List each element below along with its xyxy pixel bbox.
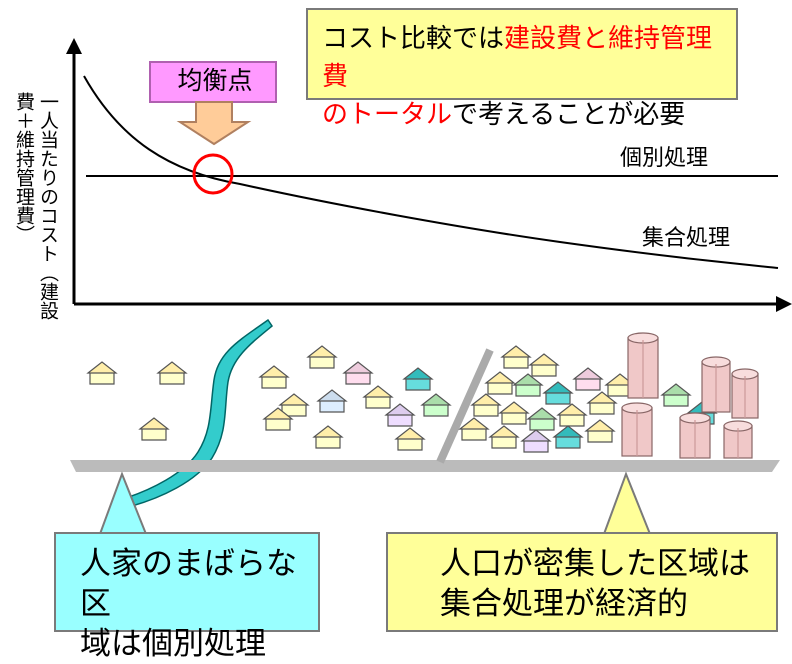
house-icon: [156, 361, 188, 385]
building-icon: [627, 332, 659, 399]
balance-point-arrow: [176, 101, 252, 146]
house-icon: [586, 391, 618, 415]
diagram-canvas: [66, 38, 792, 535]
house-icon: [458, 417, 490, 441]
house-icon: [420, 393, 452, 417]
house-icon: [306, 345, 338, 369]
building-icon: [679, 412, 711, 459]
house-icon: [500, 345, 532, 369]
house-icon: [258, 365, 290, 389]
house-icon: [312, 425, 344, 449]
building-icon: [723, 420, 753, 459]
house-icon: [86, 361, 118, 385]
house-icon: [512, 373, 544, 397]
dense-callout-line2: 集合処理が経済的: [440, 586, 688, 622]
dense-callout-line1: 人口が密集した区域は: [440, 546, 750, 582]
middle-houses: [258, 345, 452, 451]
y-axis-arrow: [66, 38, 82, 54]
note-text-part3: のトータル: [322, 100, 453, 130]
house-icon: [138, 417, 170, 441]
note-text-part1: コスト比較では: [322, 24, 505, 54]
collective-cost-curve: [83, 75, 779, 269]
building-icon: [621, 402, 653, 457]
house-icon: [484, 371, 516, 395]
ground-bar: [70, 460, 780, 472]
sparse-callout-line1: 人家のまばらな区: [80, 546, 297, 622]
building-icon: [731, 368, 759, 419]
house-icon: [316, 389, 348, 413]
house-icon: [488, 425, 520, 449]
house-icon: [542, 381, 574, 405]
sparse-callout-line2: 域は個別処理: [80, 626, 266, 662]
sparse-area-callout: 人家のまばらな区 域は個別処理: [54, 532, 320, 662]
individual-treatment-label: 個別処理: [620, 146, 709, 171]
collective-treatment-label: 集合処理: [642, 226, 731, 251]
right-callout-pointer: [602, 471, 652, 535]
house-icon: [660, 383, 692, 407]
house-icon: [528, 353, 560, 377]
house-icon: [556, 403, 588, 427]
district-divider: [436, 348, 494, 464]
house-icon: [584, 419, 616, 443]
balance-point-circle: [192, 153, 234, 195]
house-icon: [526, 407, 558, 431]
apartment-buildings: [621, 332, 759, 459]
house-icon: [384, 403, 416, 427]
house-icon: [262, 407, 294, 431]
balance-point-label: 均衡点: [177, 66, 253, 95]
dense-houses: [458, 345, 718, 453]
house-icon: [342, 361, 374, 385]
note-text-part2: 建設費と維持管理費: [322, 24, 713, 92]
house-icon: [470, 393, 502, 417]
building-icon: [701, 356, 731, 413]
sparse-houses: [86, 361, 188, 441]
y-axis-label: 一人当たりのコスト（建設費＋維持管理費）: [13, 92, 59, 320]
house-icon: [572, 367, 604, 391]
cost-comparison-note: コスト比較では建設費と維持管理費 のトータルで考えることが必要: [306, 8, 738, 130]
house-icon: [394, 427, 426, 451]
x-axis-arrow: [776, 296, 792, 312]
dense-area-callout: 人口が密集した区域は 集合処理が経済的: [386, 532, 778, 632]
house-icon: [402, 367, 434, 391]
house-icon: [362, 385, 394, 409]
house-icon: [520, 429, 552, 453]
river: [124, 318, 274, 507]
house-icon: [498, 401, 530, 425]
note-text-part4: で考えることが必要: [452, 100, 686, 130]
house-icon: [552, 425, 584, 449]
